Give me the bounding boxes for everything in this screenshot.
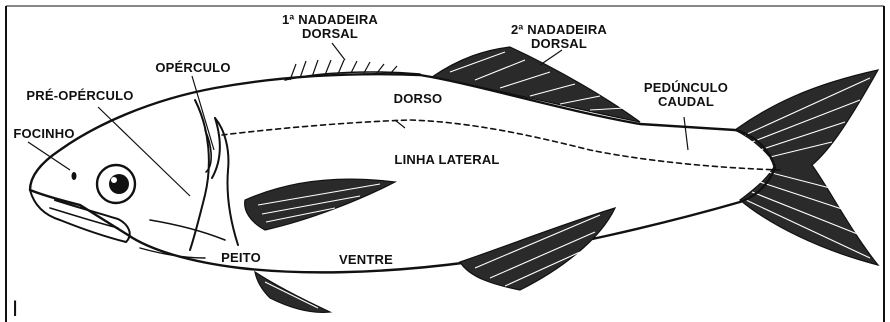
leader-caudal-peduncle [684, 117, 688, 150]
pectoral-fin [245, 179, 395, 230]
label-caudal-peduncle-line1: PEDÚNCULO [644, 80, 728, 95]
panel-marker: I [12, 296, 18, 321]
label-chest: PEITO [221, 250, 261, 265]
leader-second-dorsal [540, 50, 562, 65]
label-snout: FOCINHO [13, 126, 74, 141]
nostril [72, 172, 77, 180]
leader-lateral-line [395, 120, 405, 128]
label-second-dorsal-fin-line1: 2ª NADADEIRA [511, 22, 607, 37]
label-first-dorsal-fin-line2: DORSAL [302, 26, 358, 41]
anal-fin [460, 208, 615, 290]
label-second-dorsal-fin-line2: DORSAL [531, 36, 587, 51]
leader-operculum [192, 76, 214, 150]
leader-first-dorsal [332, 43, 345, 60]
label-preoperculum: PRÉ-OPÉRCULO [26, 88, 133, 103]
label-belly: VENTRE [339, 252, 393, 267]
label-lateral-line: LINHA LATERAL [394, 152, 499, 167]
label-back: DORSO [394, 91, 443, 106]
label-operculum: OPÉRCULO [155, 60, 230, 75]
label-caudal-peduncle-line2: CAUDAL [658, 94, 714, 109]
label-first-dorsal-fin-line1: 1ª NADADEIRA [282, 12, 378, 27]
pelvic-fin [255, 272, 330, 312]
gill-cover [140, 100, 238, 258]
eye [97, 165, 135, 203]
caudal-fin [735, 70, 878, 265]
